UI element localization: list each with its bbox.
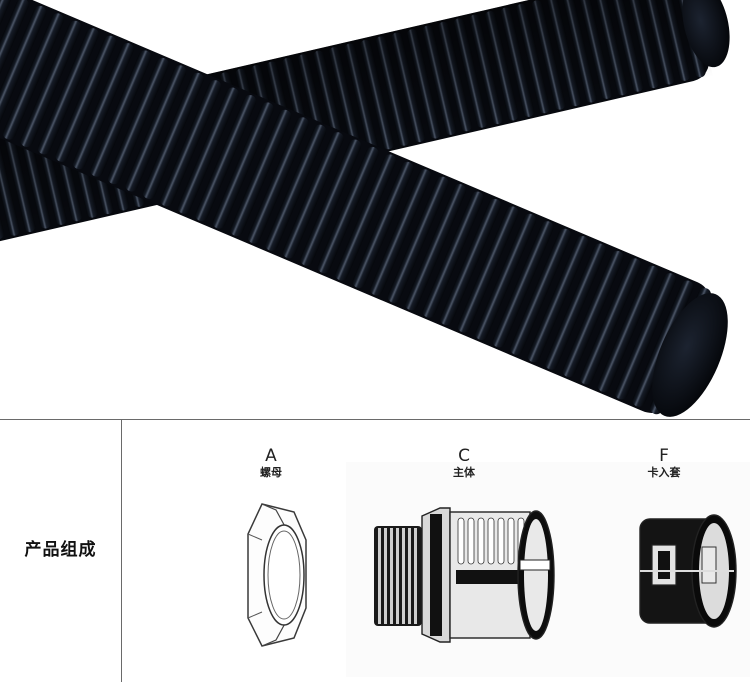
conduit-rib xyxy=(0,5,47,133)
part-a-letter: A xyxy=(265,446,277,466)
thread-line xyxy=(384,528,387,624)
conduit-rib xyxy=(352,161,414,289)
lower-conduit xyxy=(0,0,728,417)
main-body-drawing xyxy=(374,507,555,643)
conduit-rib xyxy=(177,87,239,214)
conduit-rib xyxy=(230,109,292,237)
conduit-rib xyxy=(265,124,327,251)
part-a-name: 螺母 xyxy=(260,466,282,479)
body-slot xyxy=(507,517,515,565)
conduit-rib xyxy=(247,117,309,244)
conduit-rib xyxy=(2,13,64,140)
thread-line xyxy=(396,528,399,624)
thread-line xyxy=(414,528,417,624)
conduit-rib xyxy=(107,57,169,185)
conduit-rib xyxy=(405,184,467,311)
conduit-rib xyxy=(614,273,677,400)
body-slot xyxy=(487,517,495,565)
section-label: 产品组成 xyxy=(24,540,97,560)
vertical-divider xyxy=(121,420,122,682)
product-photo xyxy=(0,0,730,417)
conduit-rib xyxy=(545,243,607,370)
body-slot xyxy=(457,517,465,565)
part-f-caption: F 卡入套 xyxy=(634,446,694,480)
horizontal-divider xyxy=(0,419,750,420)
conduit-rib xyxy=(335,154,397,281)
thread-line xyxy=(378,528,381,624)
conduit-rib xyxy=(125,65,187,192)
conduit-rib xyxy=(90,50,152,177)
conduit-rib xyxy=(422,191,484,318)
conduit-rib xyxy=(562,250,624,378)
conduit-rib xyxy=(20,20,82,147)
snap-sleeve-drawing xyxy=(639,514,737,628)
conduit-rib xyxy=(142,72,204,199)
conduit-rib xyxy=(0,0,29,125)
body-slot xyxy=(497,517,505,565)
conduit-rib xyxy=(195,94,257,222)
conduit-rib xyxy=(160,80,222,207)
conduit-rib xyxy=(55,35,117,162)
nut-drawing xyxy=(247,503,307,647)
conduit-rib xyxy=(527,236,589,363)
part-c-name: 主体 xyxy=(453,466,475,479)
part-f-letter: F xyxy=(659,446,669,466)
corrugated-conduit-image xyxy=(0,0,730,417)
part-c-letter: C xyxy=(458,446,470,466)
body-slot xyxy=(477,517,485,565)
conduit-rib xyxy=(580,258,642,385)
part-c-caption: C 主体 xyxy=(441,446,487,480)
conduit-rib xyxy=(597,265,659,392)
conduit-rib xyxy=(72,43,134,170)
part-f-name: 卡入套 xyxy=(647,466,681,479)
conduit-rib xyxy=(510,228,572,355)
conduit-rib xyxy=(370,169,432,296)
conduit-rib xyxy=(282,132,344,259)
thread-line xyxy=(408,528,411,624)
conduit-rib xyxy=(457,206,519,333)
part-a-caption: A 螺母 xyxy=(248,446,294,480)
conduit-rib xyxy=(300,139,362,266)
conduit-rib xyxy=(387,176,449,303)
thread-line xyxy=(402,528,405,624)
conduit-rib xyxy=(492,221,554,348)
conduit-rib xyxy=(317,146,379,274)
body-slot xyxy=(467,517,475,565)
thread-line xyxy=(390,528,393,624)
conduit-rib xyxy=(212,102,274,229)
conduit-rib xyxy=(475,213,537,340)
conduit-rib xyxy=(37,28,99,155)
conduit-rib xyxy=(440,198,502,326)
